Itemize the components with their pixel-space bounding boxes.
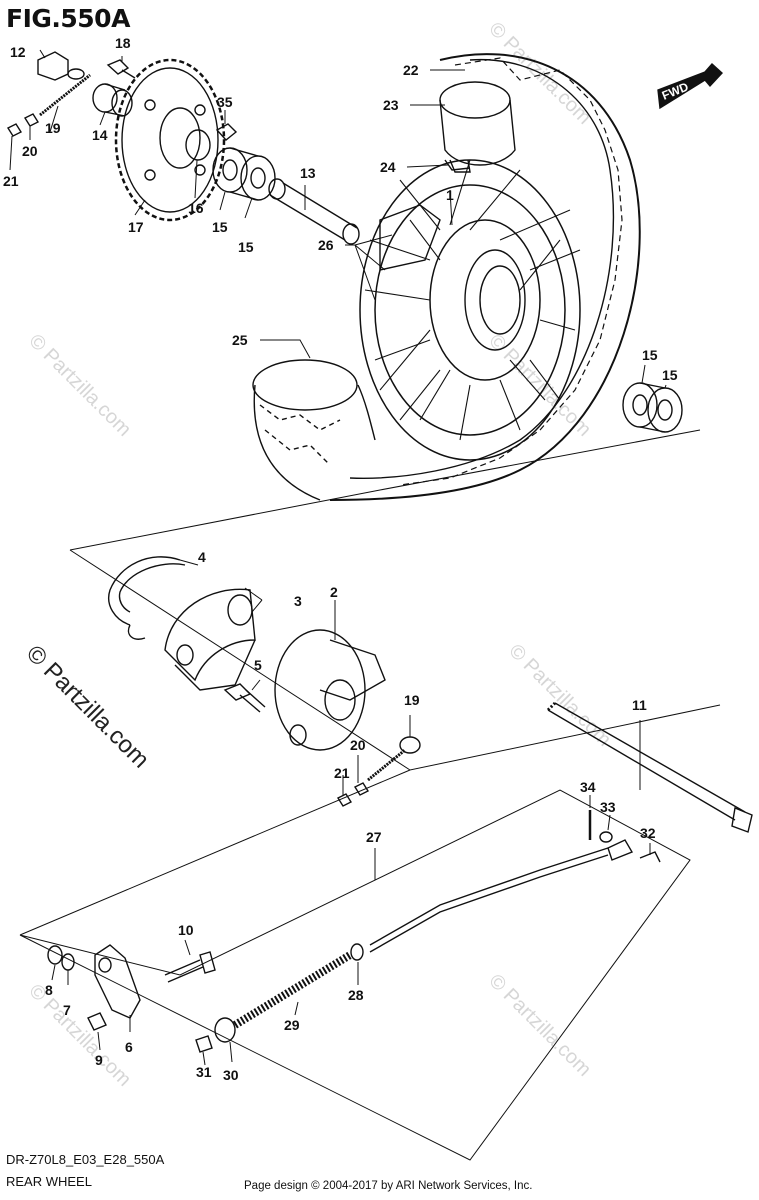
callout-2[interactable]: 2 — [330, 584, 338, 600]
axle-sleeve-13 — [268, 178, 360, 245]
brake-panel-2 — [274, 629, 386, 751]
callout-14[interactable]: 14 — [92, 127, 108, 143]
cam-5 — [223, 683, 266, 713]
callout-28[interactable]: 28 — [348, 987, 364, 1003]
group-line-middle — [69, 549, 721, 771]
figure-title: FIG.550A — [6, 4, 130, 33]
callout-27[interactable]: 27 — [366, 829, 382, 845]
callout-15-a[interactable]: 15 — [212, 219, 228, 235]
tire-22 — [329, 53, 641, 501]
brake-rod-box — [19, 789, 691, 1161]
stud-19-upper — [39, 73, 91, 117]
callout-3[interactable]: 3 — [294, 593, 302, 609]
nut-20-upper — [23, 113, 40, 127]
callout-12[interactable]: 12 — [10, 44, 26, 60]
callout-22[interactable]: 22 — [403, 62, 419, 78]
callout-29[interactable]: 29 — [284, 1017, 300, 1033]
figure-name: REAR WHEEL — [6, 1174, 92, 1189]
callout-31[interactable]: 31 — [196, 1064, 212, 1080]
nut-35 — [215, 123, 238, 141]
washer-28 — [350, 943, 364, 961]
callout-35[interactable]: 35 — [217, 94, 233, 110]
tube-23 — [439, 81, 516, 173]
pin-31 — [195, 1035, 213, 1053]
rim-band-24 — [444, 159, 471, 171]
page-footer: Page design © 2004-2017 by ARI Network S… — [244, 1180, 533, 1192]
callout-1[interactable]: 1 — [446, 187, 454, 203]
joint-30 — [214, 1017, 236, 1043]
callout-20-a[interactable]: 20 — [22, 143, 38, 159]
nut-20-lower — [353, 782, 370, 796]
callout-9[interactable]: 9 — [95, 1052, 103, 1068]
brake-rod-27 — [369, 839, 634, 953]
washer-7 — [61, 953, 75, 971]
callout-13[interactable]: 13 — [300, 165, 316, 181]
callout-17[interactable]: 17 — [128, 219, 144, 235]
brake-shoes-3 — [164, 588, 256, 691]
nut-16 — [185, 129, 211, 161]
bearing-15-upper — [212, 147, 276, 201]
spring-29 — [232, 951, 353, 1029]
callout-24[interactable]: 24 — [380, 159, 396, 175]
sprocket-17 — [114, 58, 226, 222]
callout-32[interactable]: 32 — [640, 825, 656, 841]
wheel-hub-1 — [359, 159, 581, 461]
fwd-arrow-icon — [657, 63, 723, 110]
bolt-10 — [164, 951, 216, 983]
callout-4[interactable]: 4 — [198, 549, 206, 565]
callout-11[interactable]: 11 — [632, 697, 647, 713]
nut-9 — [87, 1012, 107, 1031]
washer-33 — [599, 831, 613, 843]
nut-21-upper — [6, 123, 23, 137]
callout-21-a[interactable]: 21 — [3, 173, 19, 189]
washer-8 — [47, 945, 63, 965]
nut-12 — [37, 51, 85, 81]
callout-18[interactable]: 18 — [115, 35, 131, 51]
figure-code: DR-Z70L8_E03_E28_550A — [6, 1152, 165, 1167]
callout-19-b[interactable]: 19 — [404, 692, 420, 708]
brake-arm-6 — [94, 944, 141, 1019]
axle-11 — [546, 701, 753, 833]
callout-15-c[interactable]: 15 — [642, 347, 658, 363]
callout-16[interactable]: 16 — [188, 200, 204, 216]
callout-20-b[interactable]: 20 — [350, 737, 366, 753]
callout-7[interactable]: 7 — [63, 1002, 71, 1018]
callout-5[interactable]: 5 — [254, 657, 262, 673]
callout-21-b[interactable]: 21 — [334, 765, 350, 781]
stud-19-lower — [367, 736, 421, 782]
callout-6[interactable]: 6 — [125, 1039, 133, 1055]
spring-4 — [108, 556, 186, 640]
callout-10[interactable]: 10 — [178, 922, 194, 938]
callout-30[interactable]: 30 — [223, 1067, 239, 1083]
tire-25 — [252, 359, 376, 501]
callout-15-d[interactable]: 15 — [662, 367, 678, 383]
callout-33[interactable]: 33 — [600, 799, 616, 815]
group-line-lower — [19, 769, 411, 936]
callout-15-b[interactable]: 15 — [238, 239, 254, 255]
callout-19-a[interactable]: 19 — [45, 120, 61, 136]
bolt-18 — [106, 59, 136, 79]
bolt-32 — [639, 851, 661, 863]
callout-34[interactable]: 34 — [580, 779, 596, 795]
callout-26[interactable]: 26 — [318, 237, 334, 253]
bearing-15-right — [622, 382, 683, 433]
callout-8[interactable]: 8 — [45, 982, 53, 998]
callout-25[interactable]: 25 — [232, 332, 248, 348]
callout-23[interactable]: 23 — [383, 97, 399, 113]
leader-lines — [9, 49, 667, 1066]
group-line-upper — [69, 429, 701, 551]
